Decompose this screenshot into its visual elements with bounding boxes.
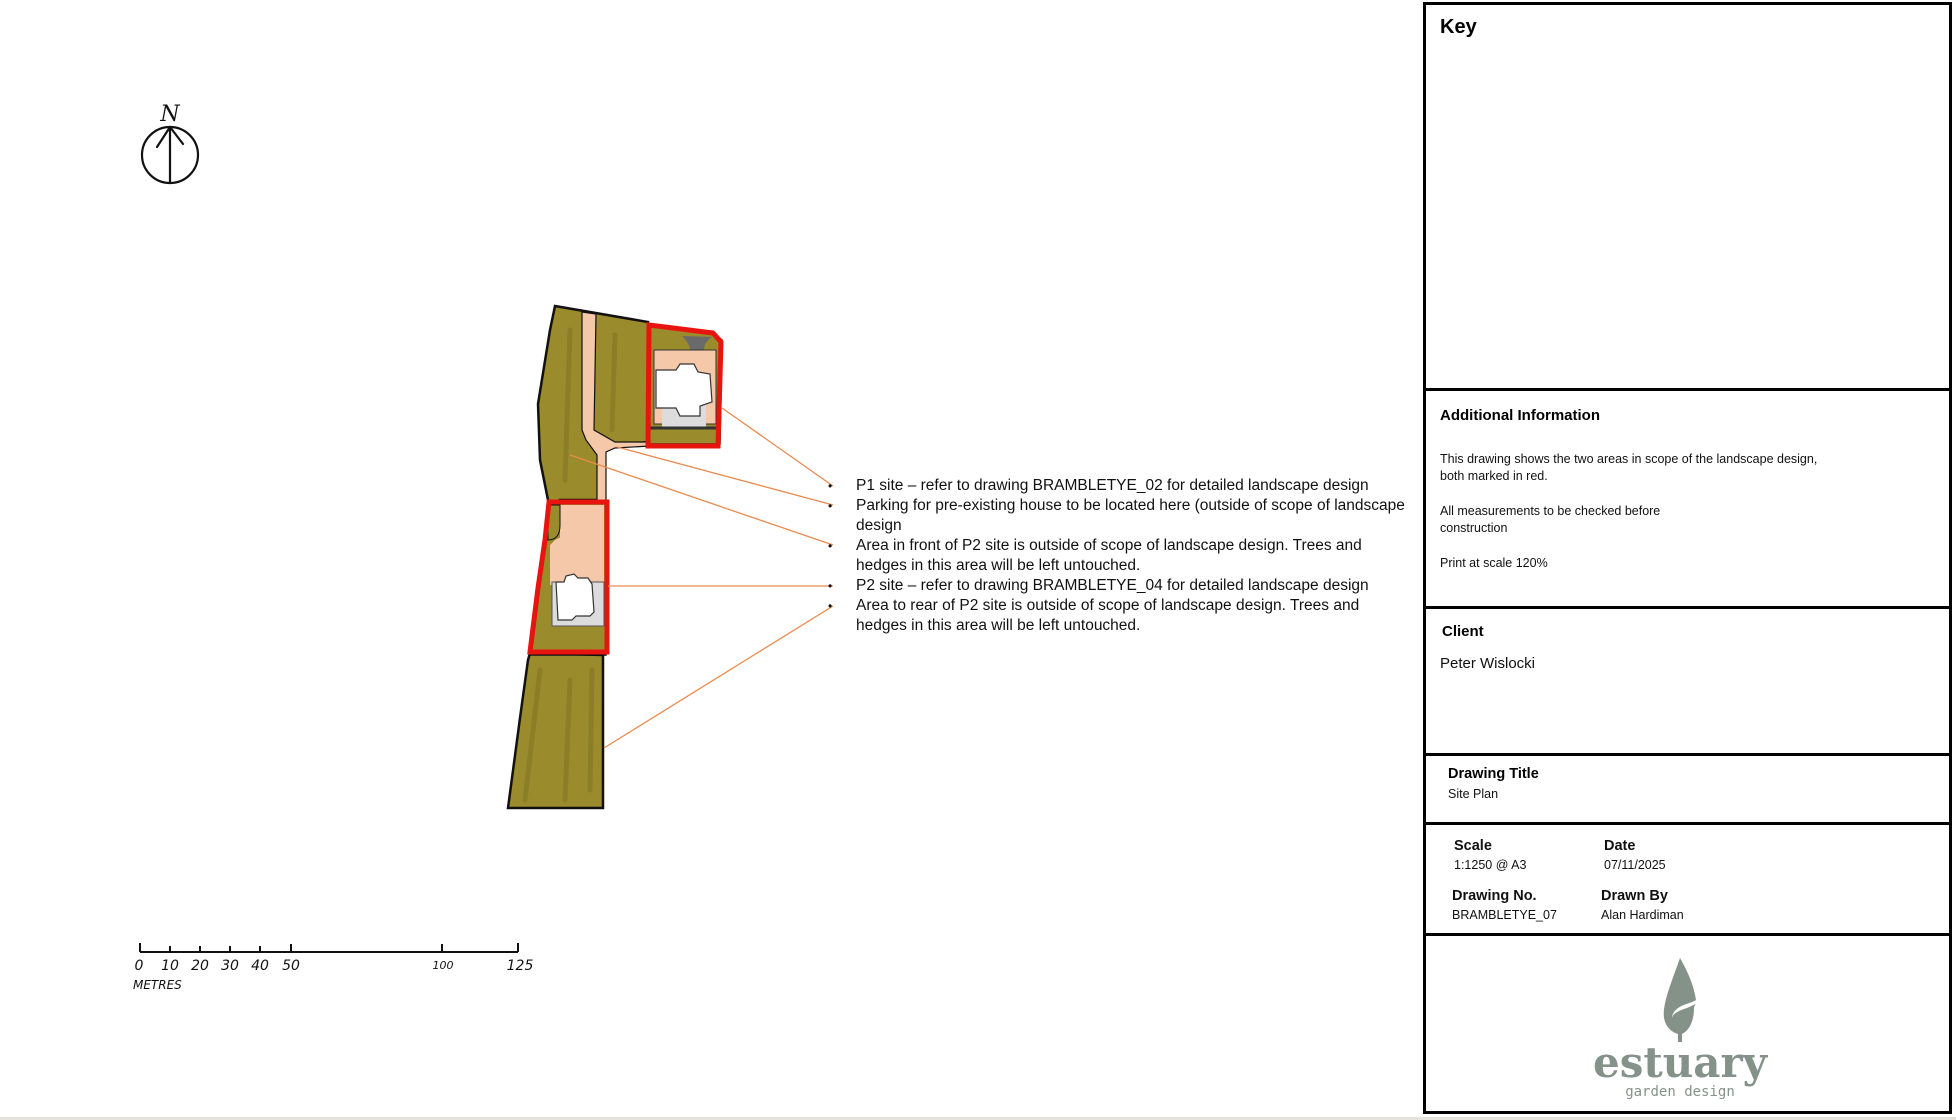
annotation-list: P1 site – refer to drawing BRAMBLETYE_02…: [828, 476, 1408, 636]
drawing-meta-section: Scale 1:1250 @ A3 Date 07/11/2025 Drawin…: [1426, 825, 1949, 936]
client-name: Peter Wislocki: [1440, 655, 1536, 672]
scale-tick-40: 40: [251, 958, 269, 974]
p2-scope-outline: [527, 499, 610, 655]
annotation-p2-site: P2 site – refer to drawing BRAMBLETYE_04…: [828, 576, 1408, 596]
title-block: Key Additional Information This drawing …: [1423, 2, 1952, 1114]
logo-wordmark: estuary: [1592, 1038, 1768, 1087]
drawn-by-value: Alan Hardiman: [1601, 908, 1684, 922]
annotation-front-of-p2: Area in front of P2 site is outside of s…: [828, 536, 1408, 576]
scale-label: Scale: [1454, 838, 1492, 854]
scale-tick-30: 30: [221, 958, 239, 974]
p1-gravel: [682, 336, 712, 350]
scale-bar: [139, 943, 519, 953]
info-scope-note: This drawing shows the two areas in scop…: [1440, 452, 1818, 483]
date-field: Date 07/11/2025: [1604, 837, 1666, 874]
annotation-p1-site: P1 site – refer to drawing BRAMBLETYE_02…: [828, 476, 1408, 496]
logo-section: estuary garden design: [1426, 936, 1949, 1111]
drawing-number-field: Drawing No. BRAMBLETYE_07: [1452, 887, 1557, 924]
additional-information-section: Additional Information This drawing show…: [1426, 391, 1949, 609]
client-heading: Client: [1442, 623, 1484, 640]
key-heading: Key: [1440, 16, 1477, 38]
drawing-number-value: BRAMBLETYE_07: [1452, 908, 1557, 922]
p1-house: [655, 363, 713, 417]
north-arrow-icon: [140, 125, 200, 185]
driveway-paving: [559, 311, 651, 506]
p2-driveway: [560, 505, 604, 587]
date-value: 07/11/2025: [1604, 858, 1666, 872]
scale-tick-50: 50: [282, 958, 300, 974]
drawing-title-heading: Drawing Title: [1448, 766, 1539, 782]
client-section: Client Peter Wislocki: [1426, 609, 1949, 756]
drawing-number-label: Drawing No.: [1452, 888, 1537, 904]
site-plan-drawing: N: [133, 102, 834, 992]
additional-information-heading: Additional Information: [1440, 407, 1600, 424]
annotation-leader-lines: [569, 407, 834, 749]
key-section: Key: [1426, 5, 1949, 391]
scale-tick-20: 20: [191, 958, 209, 974]
scale-tick-0: 0: [135, 958, 144, 974]
scale-tick-125: 125: [507, 958, 534, 974]
scale-tick-10: 10: [161, 958, 179, 974]
annotation-parking: Parking for pre-existing house to be loc…: [828, 496, 1408, 536]
drawing-title-value: Site Plan: [1448, 787, 1499, 801]
drawing-title-section: Drawing Title Site Plan: [1426, 756, 1949, 825]
info-print-scale-note: Print at scale 120%: [1440, 556, 1548, 570]
drawn-by-field: Drawn By Alan Hardiman: [1601, 887, 1684, 924]
tree-logo-icon: [1663, 958, 1696, 1042]
p1-scope-outline: [645, 322, 724, 449]
annotation-rear-of-p2: Area to rear of P2 site is outside of sc…: [828, 596, 1408, 636]
scale-value: 1:1250 @ A3: [1454, 858, 1527, 872]
p2-house: [555, 573, 595, 621]
scale-unit-label: METRES: [133, 978, 182, 992]
info-measurements-note: All measurements to be checked before co…: [1440, 504, 1661, 535]
north-label: N: [159, 102, 180, 127]
logo-tagline: garden design: [1625, 1084, 1735, 1100]
estuary-logo: estuary garden design: [1590, 958, 1780, 1102]
site-plan: [506, 304, 724, 810]
drawn-by-label: Drawn By: [1601, 888, 1668, 904]
date-label: Date: [1604, 838, 1636, 854]
page-bottom-edge: [0, 1117, 1956, 1120]
scale-field: Scale 1:1250 @ A3: [1454, 837, 1526, 874]
scale-tick-100: 100: [433, 959, 454, 972]
